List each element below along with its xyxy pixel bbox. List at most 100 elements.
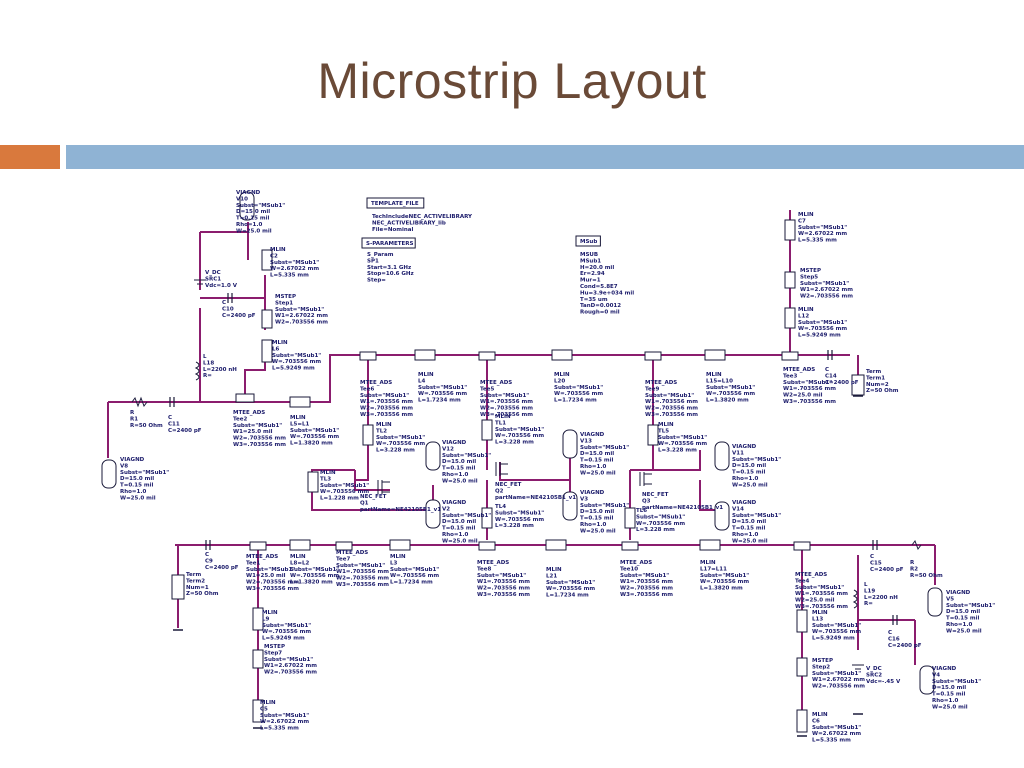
label-line: W2=.703556 mm [812,684,865,690]
label-line: W=.703556 mm [272,359,321,365]
label-line: W=25.0 mil [580,528,616,534]
tee-symbol [359,351,377,361]
label-line: Q1 [360,500,369,506]
label-line: W=.703556 mm [376,441,425,447]
label-line: VIAGND [442,500,467,506]
label-line: L13 [812,616,823,622]
label-line: L=2200 nH [864,595,898,601]
label-line: Num=1 [186,585,209,591]
label-line: Subst="MSub1" [236,203,285,209]
label-line: R=50 Ohm [910,573,943,579]
label-line: Subst="MSub1" [554,385,603,391]
label-line: MSTEP [800,268,821,274]
term-symbols [171,374,865,600]
label-line: C=2400 pF [825,380,859,386]
label-line: Subst="MSub1" [336,563,385,569]
tee-symbol [235,393,255,403]
label-line: V4 [932,672,940,678]
label-line: L=1.3820 mm [706,398,749,404]
label-line: TechIncludeNEC_ACTIVELIBRARY [372,214,473,220]
label-line: L [203,354,207,360]
label-line: C6 [812,718,820,724]
label-line: D=15.0 mil [732,463,766,469]
label-line: D=15.0 mil [580,451,614,457]
label-line: L=3.228 mm [495,523,534,529]
label-line: L=1.228 mm [320,496,359,502]
label-line: T=0.15 mil [580,458,613,464]
label-line: VIAGND [580,490,605,496]
label-line: Subst="MSub1" [495,510,544,516]
label-line: W3=.703556 mm [783,399,836,405]
label-line: Subst="MSub1" [946,603,995,609]
label-line: C [168,415,172,421]
label-line: W=.703556 mm [546,586,595,592]
label-line: L4 [418,378,426,384]
label-line: Subst="MSub1" [442,453,491,459]
label-line: L=5.9249 mm [798,333,841,339]
label-line: Subst="MSub1" [732,457,781,463]
label-line: T=35 um [580,297,608,303]
label-line: C7 [798,218,806,224]
label-line: Subst="MSub1" [700,573,749,579]
label-line: Subst="MSub1" [795,585,844,591]
label-line: W3=.703556 mm [360,412,413,418]
label-line: W=.703556 mm [812,629,861,635]
label-line: W=2.67022 mm [798,231,847,237]
label-line: L=5.335 mm [798,238,837,244]
label-line: MLIN [554,372,570,378]
label-line: T=0.15 mil [442,526,475,532]
label-line: L18 [203,360,214,366]
label-line: Subst="MSub1" [477,573,526,579]
line-symbol [261,339,273,363]
resistor-symbols [131,396,922,551]
label-line: D=15.0 mil [236,209,270,215]
label-line: W=.703556 mm [418,391,467,397]
label-line: W=.703556 mm [495,433,544,439]
label-line: R=50 Ohm [130,423,163,429]
label-line: Tee7 [336,556,350,562]
label-line: W2=25.0 mil [783,393,823,399]
label-line: W=25.0 mil [580,470,616,476]
label-line: MSTEP [812,658,833,664]
label-line: V_DC [866,666,882,672]
line-symbol [414,349,436,361]
label-line: MTEE_ADS [620,560,652,566]
label-line: W=2.67022 mm [260,719,309,725]
label-line: Subst="MSub1" [798,225,847,231]
label-line: R1 [130,416,138,422]
label-line: L=5.9249 mm [262,636,305,642]
via-ground-symbol [927,587,943,617]
label-line: V13 [580,438,592,444]
label-line: Subst="MSub1" [442,513,491,519]
label-line: D=15.0 mil [732,519,766,525]
label-line: L=5.9249 mm [812,636,855,642]
label-line: W=.703556 mm [290,573,339,579]
via-ground-symbol [562,491,578,521]
label-line: W2=.703556 mm [645,406,698,412]
via-ground-symbol [425,441,441,471]
label-line: R2 [910,566,918,572]
label-line: L20 [554,378,565,384]
label-line: MSTEP [264,644,285,650]
label-line: V12 [442,446,454,452]
ground-symbols [173,395,863,737]
label-line: W=.703556 mm [320,489,369,495]
label-line: TL5 [658,428,669,434]
label-line: Num=2 [866,382,889,388]
tee-symbol [249,541,267,551]
label-line: Stop=10.6 GHz [367,271,414,277]
